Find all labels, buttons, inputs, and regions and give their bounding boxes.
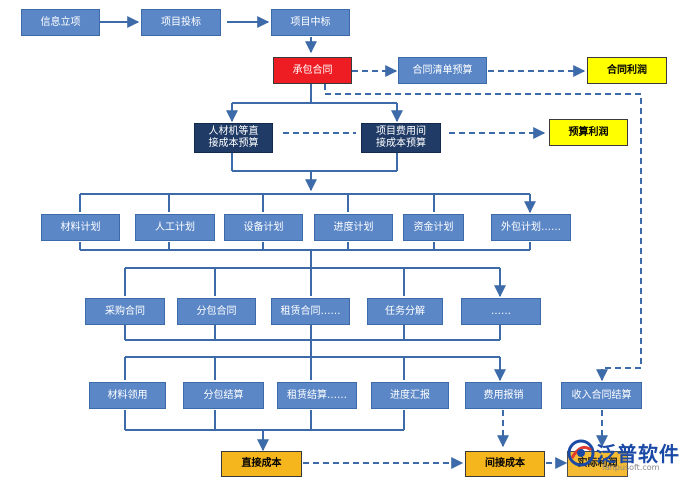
node-income-settlement: 收入合同结算 [561,382,642,409]
node-plan-funds: 资金计划 [403,214,464,241]
merge-contracts-to-executions [124,324,501,350]
node-contracting: 承包合同 [273,57,352,84]
node-subcontract: 分包合同 [177,298,256,325]
bus-contracts [124,262,501,296]
node-direct-cost: 直接成本 [221,451,302,477]
node-expense-reimbursement: 费用报销 [465,382,542,409]
node-expense-budget: 项目费用间 接成本预算 [361,123,441,153]
node-bidding: 项目投标 [141,9,221,36]
node-plan-labor: 人工计划 [135,214,215,241]
node-contracts-more: …… [461,298,541,325]
bus-plans [79,193,531,212]
node-budget-profit: 预算利润 [549,119,628,146]
node-material-issue: 材料领用 [89,382,166,409]
node-contract-profit: 合同利润 [587,57,667,84]
fanpusoft-logo: 泛普软件 fanpusoft.com [566,436,684,482]
node-purchase-contract: 采购合同 [85,298,165,325]
node-plan-equipment: 设备计划 [224,214,303,241]
node-subcontract-settlement: 分包结算 [183,382,264,409]
node-plan-schedule: 进度计划 [314,214,393,241]
node-info-project: 信息立项 [21,9,100,36]
node-lease-settlement: 租赁结算…… [277,382,357,409]
logo-url: fanpusoft.com [602,463,660,472]
fanpusoft-logo-icon [567,439,595,467]
node-bid-won: 项目中标 [271,9,350,36]
node-direct-cost-budget: 人材机等直 接成本预算 [194,123,273,153]
node-task-breakdown: 任务分解 [367,298,443,325]
dash-contract-to-income-settlement [324,84,642,382]
node-plan-material: 材料计划 [41,214,120,241]
node-indirect-cost: 间接成本 [465,451,545,477]
branch-contract-to-budgets [231,84,398,121]
node-contract-list-budget: 合同清单预算 [398,57,487,84]
merge-plans-to-contracts [79,242,531,262]
merge-budgets-to-plans [231,153,398,190]
logo-name: 泛普软件 [596,442,680,466]
node-plan-outsourcing: 外包计划…… [491,214,571,241]
bus-executions [124,350,501,380]
merge-executions-to-direct-cost [124,410,405,450]
node-progress-report: 进度汇报 [371,382,449,409]
node-lease-contract: 租赁合同…… [271,298,350,325]
